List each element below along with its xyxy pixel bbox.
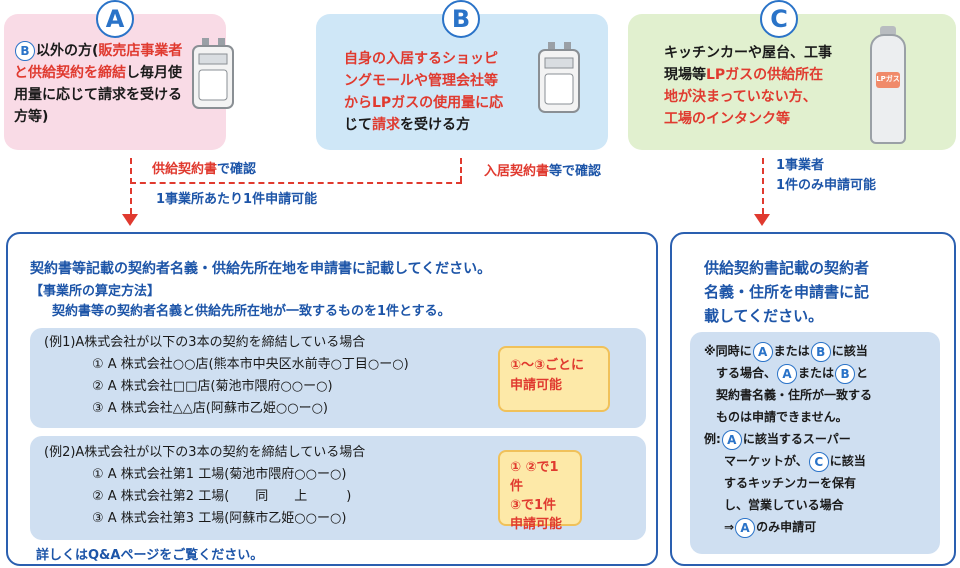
- c-ref-circle: C: [808, 451, 829, 472]
- gas-meter-icon: [538, 42, 580, 113]
- tank-label: LPガス: [876, 75, 900, 83]
- main-heading: 契約書等記載の契約者名義・供給先所在地を申請書に記載してください。: [30, 261, 492, 277]
- method-body: 契約書等の契約者名義と供給先所在地が一致するものを1件とする。: [52, 304, 451, 319]
- a-ref-circle: A: [735, 517, 756, 538]
- category-c-description: キッチンカーや屋台、工事 現場等LPガスの供給所在 地が決まっていない方、 工場…: [664, 45, 832, 127]
- connector-ab-caption-1: 供給契約書で確認: [152, 162, 257, 177]
- example-1-note: ①〜③ごとに 申請可能: [498, 346, 610, 412]
- category-a-label: A: [96, 0, 134, 38]
- arrow-down-icon: [754, 214, 770, 226]
- a-ref-circle: A: [752, 341, 773, 362]
- example-1-text: (例1)A株式会社が以下の3本の契約を締結している場合 ① A 株式会社○○店(…: [44, 335, 409, 416]
- lp-gas-tank-icon: LPガス: [866, 26, 910, 144]
- category-b-label: B: [442, 0, 480, 38]
- gas-meter-icon: [192, 38, 234, 109]
- connector-c-down: [762, 158, 764, 214]
- b-ref-circle: B: [835, 363, 856, 384]
- example-2-note: ① ②で1件 ③で1件 申請可能: [498, 450, 582, 532]
- connector-b-caption: 入居契約書等で確認: [484, 164, 602, 179]
- category-b-description: 自身の入居するショッピ ングモールや管理会社等 からLPガスの使用量に応 じて請…: [344, 51, 504, 133]
- a-ref-circle: A: [777, 363, 798, 384]
- b-ref-circle: B: [15, 41, 35, 61]
- right-heading: 供給契約書記載の契約者 名義・住所を申請書に記 載してください。: [704, 259, 870, 325]
- connector-ab-caption-2: 1事業所あたり1件申請可能: [156, 192, 318, 207]
- category-c-label: C: [760, 0, 798, 38]
- method-title: 【事業所の算定方法】: [30, 284, 161, 299]
- connector-ab-horizontal: [130, 182, 462, 184]
- a-ref-circle: A: [721, 429, 742, 450]
- arrow-down-icon: [122, 214, 138, 226]
- b-ref-circle: B: [810, 341, 831, 362]
- example-2-text: (例2)A株式会社が以下の3本の契約を締結している場合 ① A 株式会社第1 工…: [44, 445, 366, 526]
- qa-footer: 詳しくはQ&Aページをご覧ください。: [36, 548, 264, 563]
- connector-c-caption: 1事業者 1件のみ申請可能: [776, 158, 877, 193]
- connector-a-down: [130, 158, 132, 214]
- connector-b-down: [460, 158, 462, 182]
